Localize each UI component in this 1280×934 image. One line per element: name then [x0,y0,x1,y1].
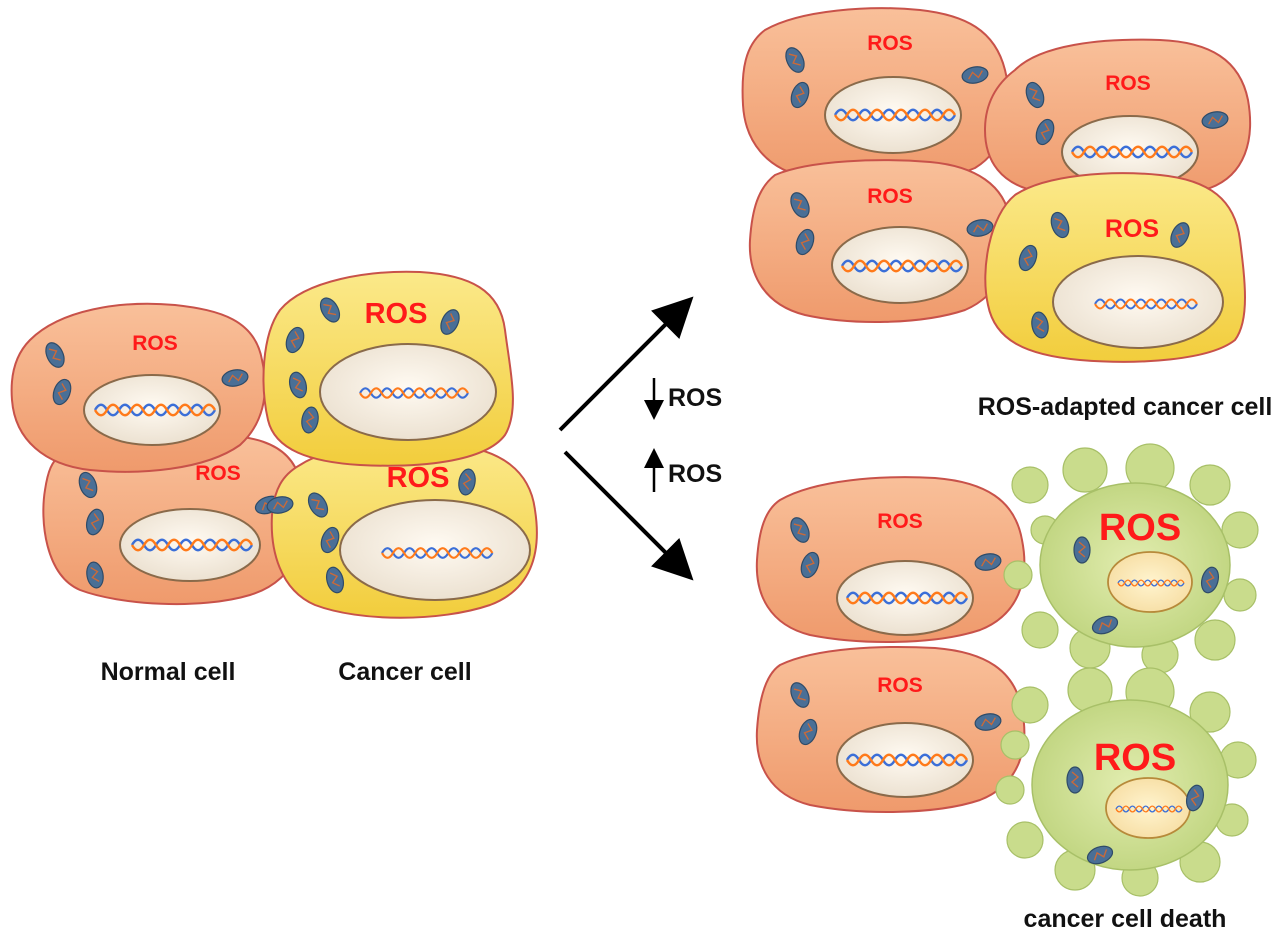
nucleus [824,76,962,154]
arrow-icon [558,296,694,432]
ros-label: ROS [132,332,178,355]
nucleus [836,560,974,636]
ros-label: ROS [1099,507,1181,549]
arrow-icon [563,450,694,581]
nucleus [319,343,497,441]
normal-cell: ROS [755,645,1026,813]
cancer-death-group: ROS ROS [755,443,1259,933]
normal-cell: ROS [741,7,1010,185]
nucleus [83,374,221,446]
nucleus [119,508,261,582]
nucleus [836,722,974,798]
cancer-death-caption: cancer cell death [1024,905,1227,933]
normal-cell: ROS [983,38,1252,199]
normal-cell-caption: Normal cell [101,658,236,686]
ros-label: ROS [1094,737,1176,779]
normal-cell-upper: ROS [10,302,266,473]
cancer-cell-caption: Cancer cell [338,658,471,686]
increase-ros-label: ROS [668,460,722,488]
normal-cell-lower: ROS [42,435,307,606]
cancer-cell-upper: ROS [262,270,514,467]
normal-cell: ROS [755,476,1026,643]
cancer-cell-lower: ROS [265,442,538,619]
ros-label: ROS [387,462,450,494]
ros-adapted-caption: ROS-adapted cancer cell [978,393,1273,421]
mitochondrion-icon [1066,766,1084,794]
ros-label: ROS [867,185,913,208]
ros-label: ROS [877,674,923,697]
ros-label: ROS [867,32,913,55]
ros-adapted-group: ROS ROS ROS [741,7,1273,421]
dying-cancer-cell: ROS [1003,443,1259,674]
ros-label: ROS [877,510,923,533]
ros-label: ROS [1105,72,1151,95]
decrease-ros-label: ROS [668,384,722,412]
ros-label: ROS [195,462,241,485]
ros-label: ROS [365,298,428,330]
ros-label: ROS [1105,215,1159,243]
cancer-cell: ROS [984,172,1246,363]
left-cell-group: ROS ROS ROS [10,270,538,686]
dying-cancer-cell: ROS [995,667,1257,897]
branch-arrows: ROS ROS [558,296,722,581]
mitochondrion-icon [1073,536,1091,564]
normal-cell: ROS [748,159,1012,323]
